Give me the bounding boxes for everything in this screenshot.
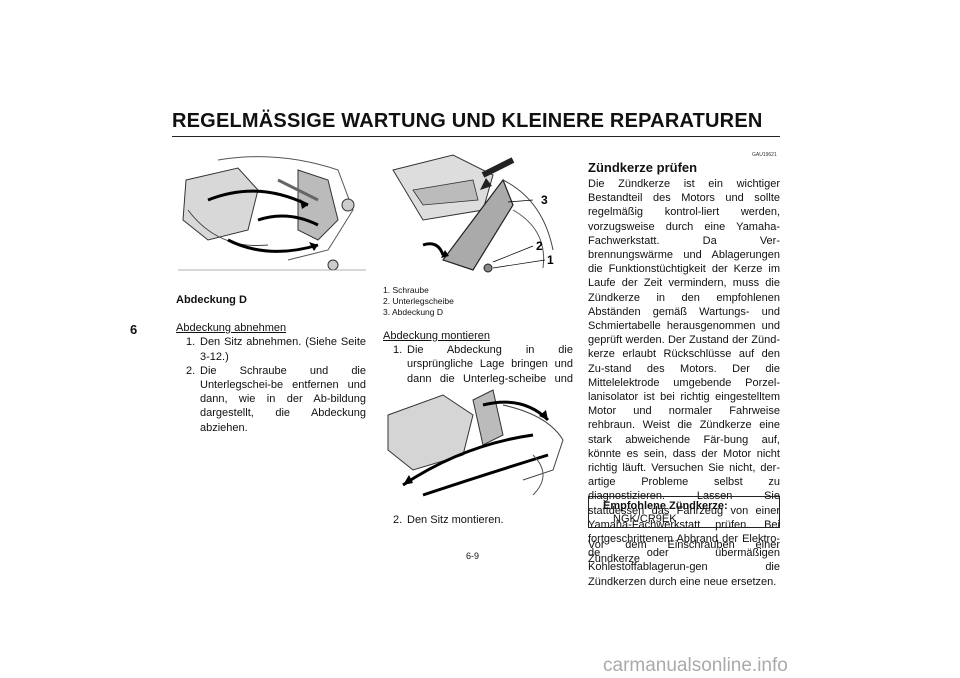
reference-code: GAU19621 xyxy=(752,152,777,158)
recommended-sparkplug-box: Empfohlene Zündkerze: NGK/CR9EK xyxy=(588,496,780,528)
legend-item: 3. Abdeckung D xyxy=(383,307,444,317)
box-value: NGK/CR9EK xyxy=(613,513,677,525)
callout-3: 3 xyxy=(541,193,548,207)
box-label: Empfohlene Zündkerze: xyxy=(603,500,728,512)
section-heading-sparkplug: Zündkerze prüfen xyxy=(588,160,698,175)
callout-1: 1 xyxy=(547,253,554,267)
figure-cover-d: 3 2 1 xyxy=(383,150,573,278)
middle-column-step2: 2. Den Sitz montieren. xyxy=(393,513,573,527)
watermark-text: carmanualsonline.info xyxy=(603,655,788,676)
list-item: 2. Den Sitz montieren. xyxy=(393,514,504,526)
section-heading: Abdeckung D xyxy=(176,294,247,306)
list-item: 2. Die Schraube und die Unterlegschei-be… xyxy=(186,364,366,434)
chapter-tab: 6 xyxy=(130,322,138,337)
page-title: REGELMÄSSIGE WARTUNG UND KLEINERE REPARA… xyxy=(172,110,763,132)
figure-legend: 1. Schraube 2. Unterlegscheibe 3. Abdeck… xyxy=(383,285,454,318)
legend-item: 2. Unterlegscheibe xyxy=(383,296,454,306)
callout-2: 2 xyxy=(536,239,543,253)
figure-seat-install xyxy=(383,385,573,507)
title-divider xyxy=(172,136,780,137)
footer-text: Vor dem Einschrauben einer Zündkerze xyxy=(588,539,780,566)
legend-item: 1. Schraube xyxy=(383,285,429,295)
left-column: Abdeckung D Abdeckung abnehmen 1. Den Si… xyxy=(176,293,366,435)
figure-cover-removal xyxy=(178,150,366,278)
subheading-install: Abdeckung montieren xyxy=(383,330,491,342)
subheading-remove: Abdeckung abnehmen xyxy=(176,322,287,335)
page-number: 6-9 xyxy=(466,551,480,561)
sparkplug-paragraph: Die Zündkerze ist ein wichtiger Bestandt… xyxy=(588,178,780,588)
list-item: 1. Den Sitz abnehmen. (Siehe Seite 3-12.… xyxy=(186,336,366,363)
